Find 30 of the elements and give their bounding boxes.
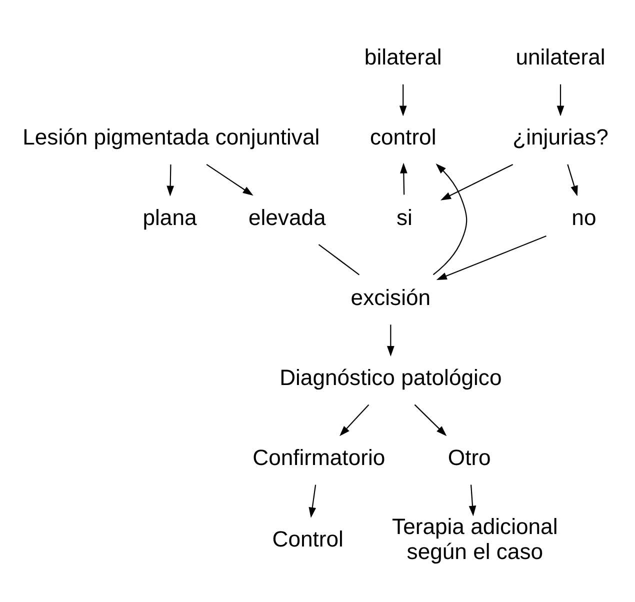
node-text: no bbox=[572, 204, 596, 230]
node-text: Terapia adicional según el caso bbox=[392, 514, 558, 564]
node-text: unilateral bbox=[516, 44, 606, 70]
arrow bbox=[432, 164, 468, 276]
node-text: excisión bbox=[350, 284, 431, 310]
arrow bbox=[308, 484, 316, 518]
arrow bbox=[166, 164, 174, 196]
arrow bbox=[567, 164, 578, 196]
arrow bbox=[387, 324, 394, 357]
node-text: si bbox=[396, 204, 412, 230]
arrow bbox=[556, 84, 564, 116]
arrow bbox=[436, 236, 546, 280]
node-text: Confirmatorio bbox=[252, 445, 386, 470]
connector bbox=[318, 244, 360, 276]
node-text: Diagnóstico patológico bbox=[280, 364, 502, 390]
node-text: ¿injurias? bbox=[512, 124, 608, 150]
node-text: Otro bbox=[448, 445, 491, 470]
arrow bbox=[468, 484, 476, 516]
node-text: Control bbox=[272, 526, 344, 552]
node-text: elevada bbox=[248, 204, 326, 230]
arrow bbox=[440, 164, 514, 200]
node-text: Lesión pigmentada conjuntival bbox=[22, 124, 320, 150]
arrow bbox=[400, 162, 408, 195]
arrow bbox=[206, 164, 254, 196]
arrow bbox=[340, 404, 370, 436]
node-text: control bbox=[370, 124, 436, 150]
node-text: plana bbox=[142, 204, 197, 230]
node-text: bilateral bbox=[364, 44, 442, 70]
arrow bbox=[414, 404, 447, 436]
arrow bbox=[399, 84, 407, 116]
